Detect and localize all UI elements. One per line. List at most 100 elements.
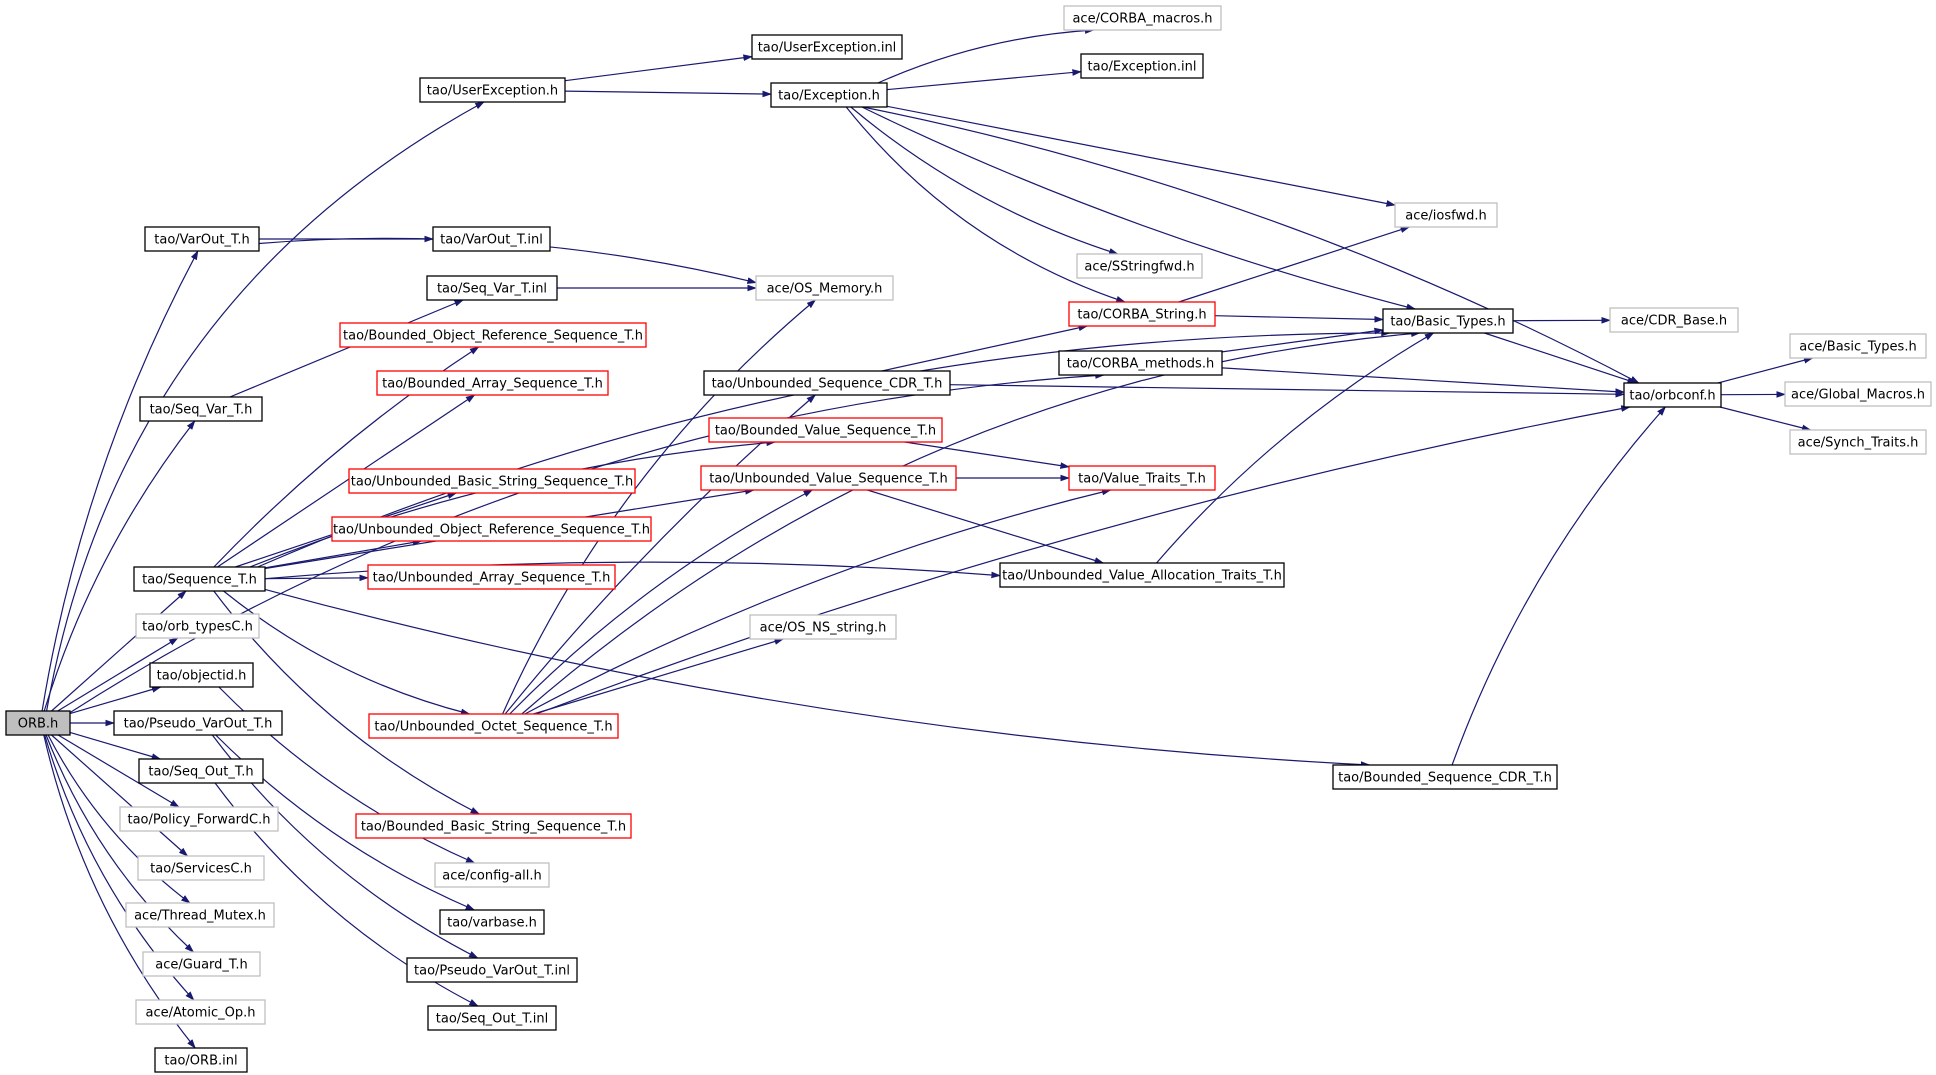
node-box: [749, 614, 897, 640]
node-box: [708, 417, 943, 443]
node-pseudovaroutinl[interactable]: tao/Pseudo_VarOut_T.inl: [406, 957, 578, 983]
edge-corbamethods-to-orbconf: [1221, 367, 1625, 395]
node-osnsstring[interactable]: ace/OS_NS_string.h: [749, 614, 897, 640]
edge-exception-to-iosfwd: [886, 105, 1396, 207]
node-corbamacros[interactable]: ace/CORBA_macros.h: [1063, 5, 1222, 31]
node-label: ace/OS_NS_string.h: [760, 621, 887, 636]
node-unboundedseqcdr[interactable]: tao/Unbounded_Sequence_CDR_T.h: [703, 370, 951, 396]
edge-exception-to-basictypes: [861, 106, 1417, 311]
node-globalmacros[interactable]: ace/Global_Macros.h: [1784, 381, 1932, 407]
node-boundedarray[interactable]: tao/Bounded_Array_Sequence_T.h: [376, 370, 609, 396]
node-label: tao/Bounded_Object_Reference_Sequence_T.…: [343, 329, 643, 344]
node-unboctet[interactable]: tao/Unbounded_Octet_Sequence_T.h: [368, 713, 619, 739]
node-label: ace/Basic_Types.h: [1799, 340, 1916, 355]
node-label: tao/Seq_Out_T.inl: [436, 1012, 548, 1027]
node-label: tao/Exception.h: [778, 89, 880, 104]
node-label: tao/Exception.inl: [1088, 60, 1197, 75]
node-iosfwd[interactable]: ace/iosfwd.h: [1394, 202, 1498, 228]
node-userexc[interactable]: tao/UserException.h: [419, 77, 566, 103]
edge-orb-to-policyfwd: [57, 734, 180, 808]
edge-orb-to-sequence: [51, 590, 187, 712]
node-label: tao/ORB.inl: [164, 1054, 237, 1069]
node-atomicop[interactable]: ace/Atomic_Op.h: [135, 999, 266, 1025]
node-box: [1623, 382, 1722, 408]
node-label: tao/Unbounded_Value_Sequence_T.h: [709, 472, 947, 487]
node-box: [348, 468, 636, 494]
edge-orb-to-corbamethods: [69, 372, 1105, 714]
node-varout[interactable]: tao/VarOut_T.h: [144, 226, 260, 252]
node-boundedbasicstr[interactable]: tao/Bounded_Basic_String_Sequence_T.h: [355, 813, 632, 839]
node-label: tao/Pseudo_VarOut_T.inl: [414, 964, 570, 979]
edge-basictypes-to-orbconf: [1484, 332, 1638, 384]
node-threadmutex[interactable]: ace/Thread_Mutex.h: [125, 902, 275, 928]
node-unbbasicstr[interactable]: tao/Unbounded_Basic_String_Sequence_T.h: [348, 468, 636, 494]
node-label: tao/Unbounded_Sequence_CDR_T.h: [712, 377, 943, 392]
node-box: [376, 370, 609, 396]
node-varoutinl[interactable]: tao/VarOut_T.inl: [432, 226, 551, 252]
node-box: [439, 909, 545, 935]
node-unbarray[interactable]: tao/Unbounded_Array_Sequence_T.h: [367, 564, 616, 590]
nodes-layer: ORB.h tao/UserException.h tao/UserExceptio…: [5, 5, 1932, 1073]
node-box: [770, 82, 888, 108]
edge-unboctet-to-basictypes: [521, 330, 1421, 715]
node-sstringfwd[interactable]: ace/SStringfwd.h: [1076, 253, 1203, 279]
node-orbtypes[interactable]: tao/orb_typesC.h: [135, 613, 260, 639]
edge-exception-to-corbamacros: [877, 27, 1095, 84]
node-policyfwd[interactable]: tao/Policy_ForwardC.h: [119, 806, 279, 832]
node-synchtraits[interactable]: ace/Synch_Traits.h: [1789, 429, 1927, 455]
node-exceptioninl[interactable]: tao/Exception.inl: [1080, 53, 1204, 79]
node-unbvalalloc[interactable]: tao/Unbounded_Value_Allocation_Traits_T.…: [999, 562, 1285, 588]
node-unbobjref[interactable]: tao/Unbounded_Object_Reference_Sequence_…: [331, 516, 652, 542]
node-basictypes[interactable]: tao/Basic_Types.h: [1382, 308, 1514, 334]
edge-boundedvalue-to-valuetraits: [904, 441, 1070, 469]
node-configall[interactable]: ace/config-all.h: [434, 862, 550, 888]
edge-corbastring-to-iosfwd: [1178, 226, 1411, 303]
node-sequence[interactable]: tao/Sequence_T.h: [133, 566, 266, 592]
node-corbastring[interactable]: tao/CORBA_String.h: [1068, 301, 1216, 327]
node-seqout[interactable]: tao/Seq_Out_T.h: [138, 758, 264, 784]
node-servicesc[interactable]: tao/ServicesC.h: [137, 855, 265, 881]
node-box: [331, 516, 652, 542]
node-pseudovarout[interactable]: tao/Pseudo_VarOut_T.h: [113, 710, 283, 736]
node-box: [135, 999, 266, 1025]
node-corbamethods[interactable]: tao/CORBA_methods.h: [1058, 350, 1223, 376]
node-seqvarinl[interactable]: tao/Seq_Var_T.inl: [426, 275, 558, 301]
node-seqvar[interactable]: tao/Seq_Var_T.h: [139, 396, 263, 422]
node-box: [1789, 333, 1927, 359]
node-acebasictypes[interactable]: ace/Basic_Types.h: [1789, 333, 1927, 359]
edge-boundedseqcdr-to-orbconf: [1451, 406, 1667, 766]
node-boundedobjref[interactable]: tao/Bounded_Object_Reference_Sequence_T.…: [339, 322, 647, 348]
node-seqoutinl[interactable]: tao/Seq_Out_T.inl: [427, 1005, 557, 1031]
node-label: ace/Thread_Mutex.h: [134, 909, 266, 924]
node-label: tao/Value_Traits_T.h: [1078, 472, 1206, 487]
node-varbase[interactable]: tao/varbase.h: [439, 909, 545, 935]
node-cdrbase[interactable]: ace/CDR_Base.h: [1609, 307, 1739, 333]
node-orb[interactable]: ORB.h: [5, 710, 71, 736]
node-objectid[interactable]: tao/objectid.h: [149, 662, 254, 688]
node-label: ace/iosfwd.h: [1405, 209, 1486, 224]
node-box: [5, 710, 71, 736]
node-orbconf[interactable]: tao/orbconf.h: [1623, 382, 1722, 408]
edge-userexc-to-userexcinl: [564, 54, 753, 82]
node-guard[interactable]: ace/Guard_T.h: [142, 951, 261, 977]
node-unbvalue[interactable]: tao/Unbounded_Value_Sequence_T.h: [700, 465, 957, 491]
node-boundedseqcdr[interactable]: tao/Bounded_Sequence_CDR_T.h: [1332, 764, 1558, 790]
node-orbinl[interactable]: tao/ORB.inl: [154, 1047, 248, 1073]
node-boundedvalue[interactable]: tao/Bounded_Value_Sequence_T.h: [708, 417, 943, 443]
node-box: [1080, 53, 1204, 79]
edge-exception-to-sstringfwd: [850, 106, 1119, 255]
node-box: [999, 562, 1285, 588]
node-valuetraits[interactable]: tao/Value_Traits_T.h: [1068, 465, 1216, 491]
node-label: tao/Seq_Var_T.h: [150, 403, 253, 418]
edge-orb-to-seqvar: [43, 420, 196, 712]
edge-corbamethods-to-basictypes: [1221, 327, 1384, 353]
node-osmemory[interactable]: ace/OS_Memory.h: [755, 275, 894, 301]
edge-sequence-to-unboctet: [223, 590, 471, 716]
edge-sequence-to-boundedarray: [217, 394, 476, 568]
node-userexcinl[interactable]: tao/UserException.inl: [751, 34, 903, 60]
node-label: tao/Bounded_Array_Sequence_T.h: [382, 377, 603, 392]
node-label: ace/CORBA_macros.h: [1072, 12, 1212, 27]
edge-unboctet-to-unbvalue: [509, 489, 814, 715]
node-exception[interactable]: tao/Exception.h: [770, 82, 888, 108]
